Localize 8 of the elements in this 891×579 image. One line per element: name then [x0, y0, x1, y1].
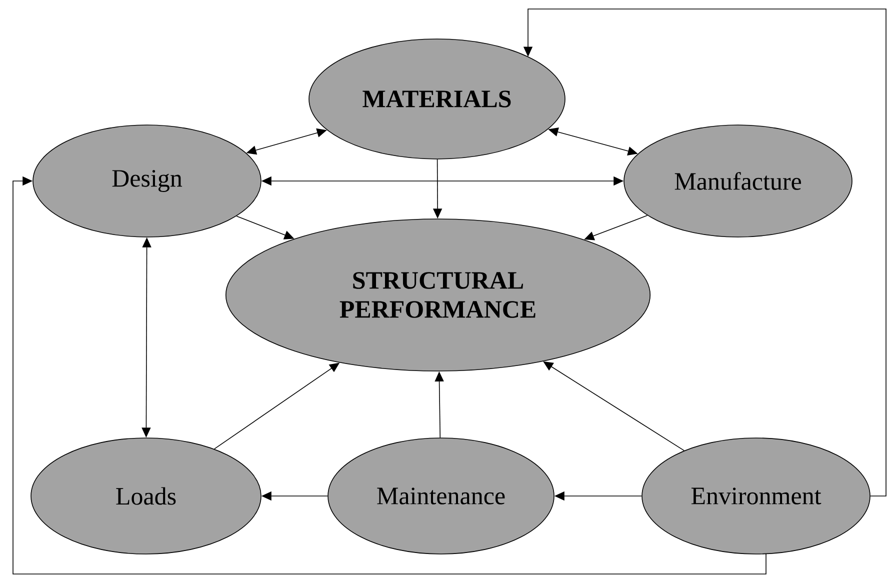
- ellipse-node: STRUCTURAL PERFORMANCE: [225, 218, 651, 372]
- ellipse-node: Manufacture: [624, 124, 852, 238]
- ellipse-node: Environment: [642, 438, 870, 554]
- ellipse-node: Maintenance: [328, 438, 554, 554]
- ellipse-node: Loads: [30, 438, 262, 554]
- ellipse-node: Design: [32, 124, 262, 238]
- arrow: [12, 176, 766, 574]
- ellipse-node: MATERIALS: [308, 38, 566, 160]
